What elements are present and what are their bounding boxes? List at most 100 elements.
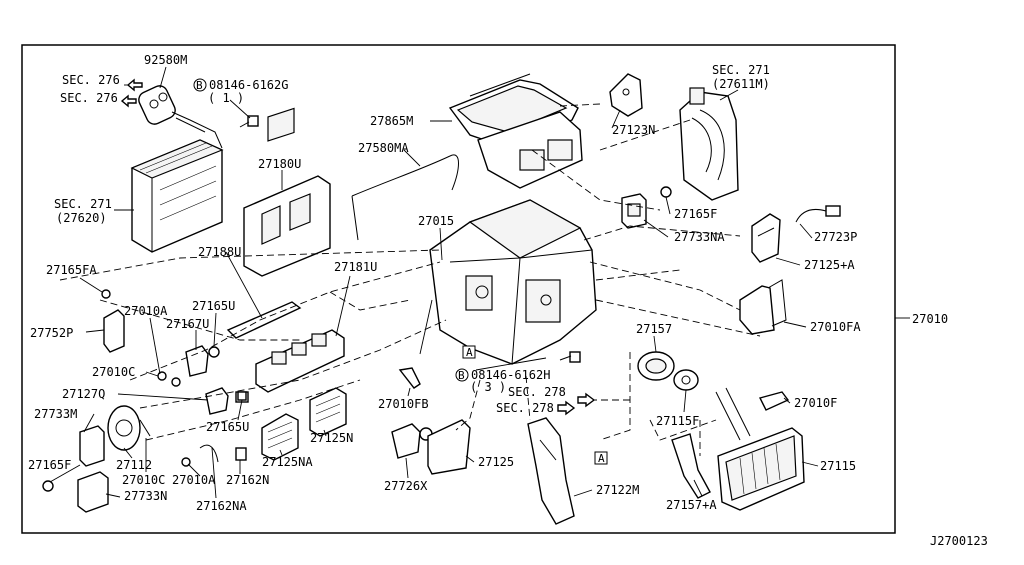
callout-27162NA: 27162NA xyxy=(196,499,247,513)
callout-27125A: 27125+A xyxy=(804,258,855,272)
center-vent-27180U xyxy=(243,107,331,277)
bolt-callout-icon xyxy=(193,78,207,92)
callout-27733NA: 27733NA xyxy=(674,230,725,244)
bracket-27010FB xyxy=(398,367,421,389)
bracket-27010FA xyxy=(739,279,787,335)
callout-27123N: 27123N xyxy=(612,123,655,137)
heater-unit-27015 xyxy=(429,199,597,365)
heater-core-27115 xyxy=(715,387,805,511)
actuator-27733N xyxy=(77,471,109,513)
duct-27125 xyxy=(427,419,471,475)
callout-bolt-08146-6162G: 08146-6162G xyxy=(209,78,288,92)
callout-sec276-a: SEC. 276 xyxy=(62,73,120,87)
screw-icon xyxy=(101,289,111,299)
callout-27010A-top: 27010A xyxy=(124,304,168,318)
callout-27752P: 27752P xyxy=(30,326,73,340)
screw-icon xyxy=(42,480,54,492)
ref-box-a xyxy=(594,451,608,465)
seal-27157A xyxy=(671,433,711,499)
callout-sec271-a: SEC. 271 xyxy=(54,197,112,211)
ref-box-a xyxy=(462,345,476,359)
dashed-guides xyxy=(59,103,761,456)
actuator-27733NA xyxy=(621,193,647,229)
callout-27167U: 27167U xyxy=(166,317,209,331)
callout-27125NA: 27125NA xyxy=(262,455,313,469)
link-27010A xyxy=(157,371,181,387)
callout-27180U: 27180U xyxy=(258,157,301,171)
callout-27010FB: 27010FB xyxy=(378,397,429,411)
callout-27157: 27157 xyxy=(636,322,672,336)
grommet-27115F xyxy=(673,369,699,391)
callout-27723P: 27723P xyxy=(814,230,857,244)
callout-27865M: 27865M xyxy=(370,114,413,128)
bolt-marker: B xyxy=(196,79,203,92)
callout-92580M: 92580M xyxy=(144,53,187,67)
callout-sec278-b: SEC. 278 xyxy=(496,401,554,415)
actuator-27733M xyxy=(79,425,105,467)
callout-sec271-a-sub: (27620) xyxy=(56,211,107,225)
callout-27010FA: 27010FA xyxy=(810,320,861,334)
callout-27115: 27115 xyxy=(820,459,856,473)
bolt-icon xyxy=(559,351,581,363)
blower-housing xyxy=(679,87,739,201)
bolt-callout-icon xyxy=(455,368,469,382)
bolt-marker: B xyxy=(458,369,465,382)
callout-27125: 27125 xyxy=(478,455,514,469)
clip-27162N xyxy=(235,447,247,461)
lever-27167U xyxy=(185,345,220,377)
callout-27127Q: 27127Q xyxy=(62,387,105,401)
side-vent-27125N xyxy=(309,387,347,437)
bracket-27165U xyxy=(237,391,247,401)
callout-27165U-bottom: 27165U xyxy=(206,420,249,434)
bracket-27123N xyxy=(609,73,643,117)
callout-27733M: 27733M xyxy=(34,407,77,421)
assembly-number: 27010 xyxy=(912,312,948,326)
screw-icon xyxy=(660,186,672,198)
callout-27165U-top: 27165U xyxy=(192,299,235,313)
arrow-icon xyxy=(557,392,596,416)
callout-labels: 92580M SEC. 276 SEC. 276 B 08146-6162G (… xyxy=(28,53,988,548)
callout-27010C-bottom: 27010C xyxy=(122,473,165,487)
diagram-id: J2700123 xyxy=(930,534,988,548)
callout-bolt2-qty: ( 3 ) xyxy=(470,380,506,394)
trim-27188U xyxy=(226,301,302,339)
callout-27165F-bottom: 27165F xyxy=(28,458,71,472)
garnish-27181U xyxy=(255,329,345,393)
wire-harness xyxy=(351,154,459,241)
duct-27125A xyxy=(751,213,781,263)
callout-27010C-top: 27010C xyxy=(92,365,135,379)
leader-lines xyxy=(49,66,819,499)
callout-27112: 27112 xyxy=(116,458,152,472)
motor-27726X xyxy=(391,423,433,459)
evaporator-core xyxy=(130,139,224,253)
bracket-27752P xyxy=(103,309,125,353)
callout-27181U: 27181U xyxy=(334,260,377,274)
callout-bolt1-qty: ( 1 ) xyxy=(208,91,244,105)
duct-27122M xyxy=(527,417,575,525)
callout-bolt-08146-6162H: 08146-6162H xyxy=(471,368,550,382)
callout-27015: 27015 xyxy=(418,214,454,228)
motor-27112 xyxy=(107,405,151,451)
callout-27726X: 27726X xyxy=(384,479,428,493)
callout-sec278-a: SEC. 278 xyxy=(508,385,566,399)
callout-27162N: 27162N xyxy=(226,473,269,487)
callout-27188U: 27188U xyxy=(198,245,241,259)
callout-27115F: 27115F xyxy=(656,414,699,428)
upper-case xyxy=(448,73,583,189)
diagram-frame xyxy=(21,44,896,534)
sensor-27723P xyxy=(795,205,841,223)
callout-sec271-b-sub: (27611M) xyxy=(712,77,770,91)
expansion-valve xyxy=(138,85,223,149)
callout-27010A-bottom: 27010A xyxy=(172,473,216,487)
callout-27010F: 27010F xyxy=(794,396,837,410)
ref-a-label: A xyxy=(466,346,473,359)
callout-sec276-b: SEC. 276 xyxy=(60,91,118,105)
pipe-clamp-27010F xyxy=(758,391,790,411)
callout-sec271-b: SEC. 271 xyxy=(712,63,770,77)
callout-27122M: 27122M xyxy=(596,483,639,497)
callout-27157A: 27157+A xyxy=(666,498,717,512)
ref-a-label: A xyxy=(598,452,605,465)
callout-27165FA: 27165FA xyxy=(46,263,97,277)
arrow-icon xyxy=(120,78,143,108)
